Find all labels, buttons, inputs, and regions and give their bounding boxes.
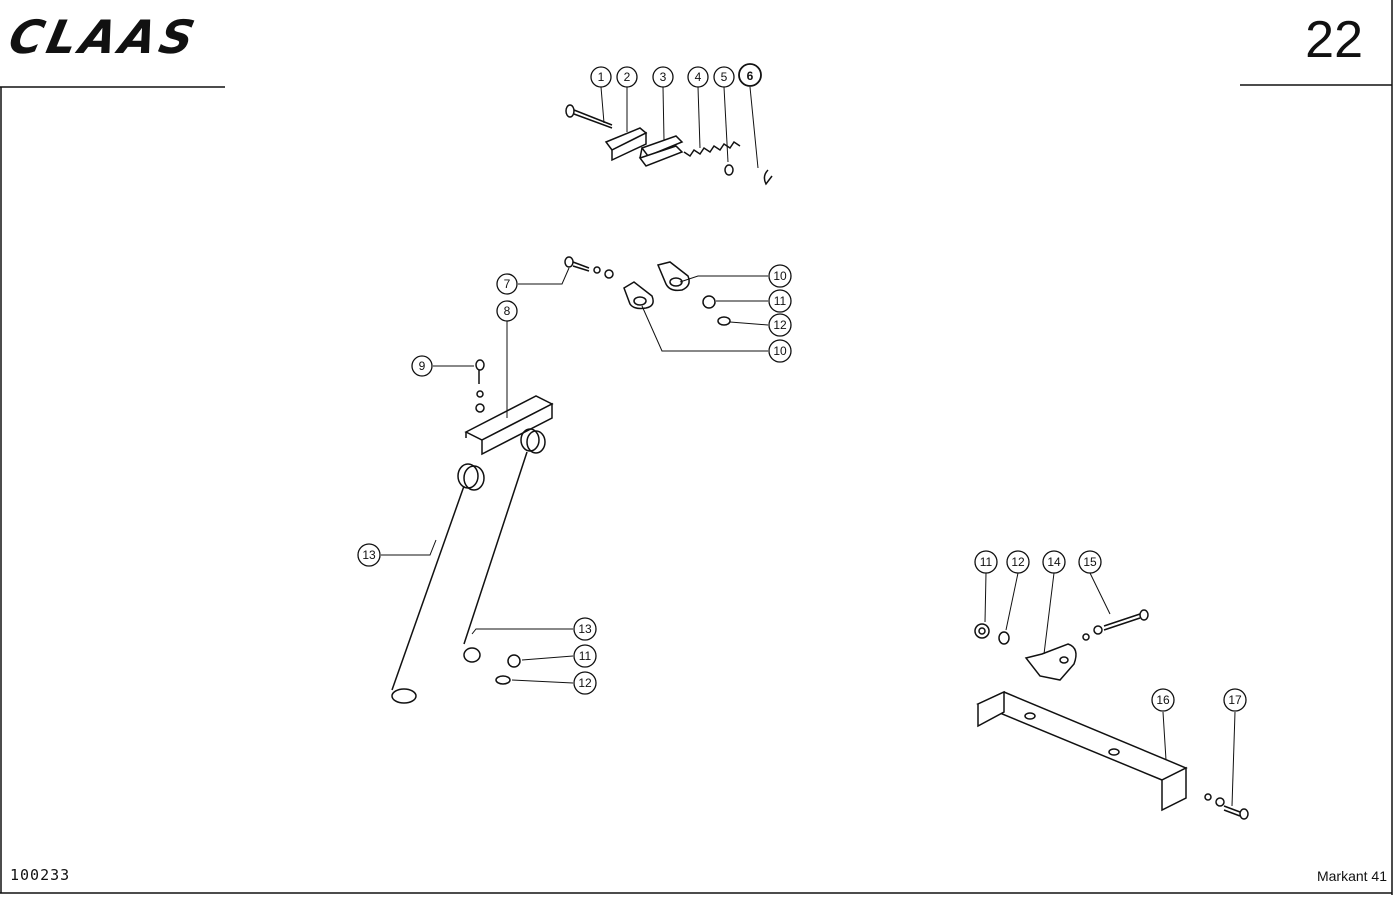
svg-text:15: 15 (1083, 555, 1097, 569)
svg-text:12: 12 (578, 676, 592, 690)
callout-2: 2 (616, 66, 638, 88)
callout-12-lower: 12 (573, 671, 597, 695)
svg-text:12: 12 (1011, 555, 1025, 569)
svg-text:11: 11 (579, 649, 592, 663)
top-assembly-drawing (565, 104, 773, 186)
svg-text:2: 2 (624, 70, 631, 84)
left-assembly-drawing (391, 359, 554, 704)
svg-text:11: 11 (980, 555, 993, 569)
svg-text:14: 14 (1047, 555, 1061, 569)
svg-text:13: 13 (362, 548, 376, 562)
callout-13-right: 13 (573, 617, 597, 641)
callout-1: 1 (590, 66, 612, 88)
svg-text:12: 12 (773, 318, 787, 332)
callout-13-left: 13 (357, 543, 381, 567)
svg-text:1: 1 (598, 70, 605, 84)
svg-text:3: 3 (660, 70, 667, 84)
callout-3: 3 (652, 66, 674, 88)
callout-12-middle: 12 (768, 313, 792, 337)
callout-10-upper: 10 (768, 264, 792, 288)
callout-10-lower: 10 (768, 339, 792, 363)
svg-text:7: 7 (504, 277, 511, 291)
callout-4: 4 (687, 66, 709, 88)
callout-12-right: 12 (1006, 550, 1030, 574)
svg-text:11: 11 (774, 294, 787, 308)
callout-14: 14 (1042, 550, 1066, 574)
callout-5: 5 (713, 66, 735, 88)
svg-text:10: 10 (773, 344, 787, 358)
callout-6: 6 (738, 63, 762, 87)
callout-8: 8 (496, 300, 518, 322)
document-number: 100233 (10, 866, 71, 884)
callouts: 1 2 3 4 5 6 7 8 9 10 11 12 10 13 13 11 1… (357, 63, 1247, 712)
callout-11-middle: 11 (768, 289, 792, 313)
svg-text:16: 16 (1156, 693, 1170, 707)
svg-text:4: 4 (695, 70, 702, 84)
model-name: Markant 41 (1316, 868, 1387, 884)
callout-7: 7 (496, 273, 518, 295)
svg-text:10: 10 (773, 269, 787, 283)
svg-text:9: 9 (419, 359, 426, 373)
callout-15: 15 (1078, 550, 1102, 574)
svg-text:17: 17 (1228, 693, 1242, 707)
svg-text:6: 6 (747, 69, 754, 83)
middle-assembly-drawing (564, 256, 731, 326)
page-number: 22 (1305, 11, 1363, 69)
callout-16: 16 (1151, 688, 1175, 712)
svg-text:8: 8 (504, 304, 511, 318)
callout-11-right: 11 (974, 550, 998, 574)
callout-9: 9 (411, 355, 433, 377)
callout-17: 17 (1223, 688, 1247, 712)
callout-11-lower: 11 (573, 644, 597, 668)
svg-text:5: 5 (721, 70, 728, 84)
svg-text:13: 13 (578, 622, 592, 636)
right-assembly-drawing (974, 609, 1249, 820)
leader-lines (381, 86, 1236, 807)
